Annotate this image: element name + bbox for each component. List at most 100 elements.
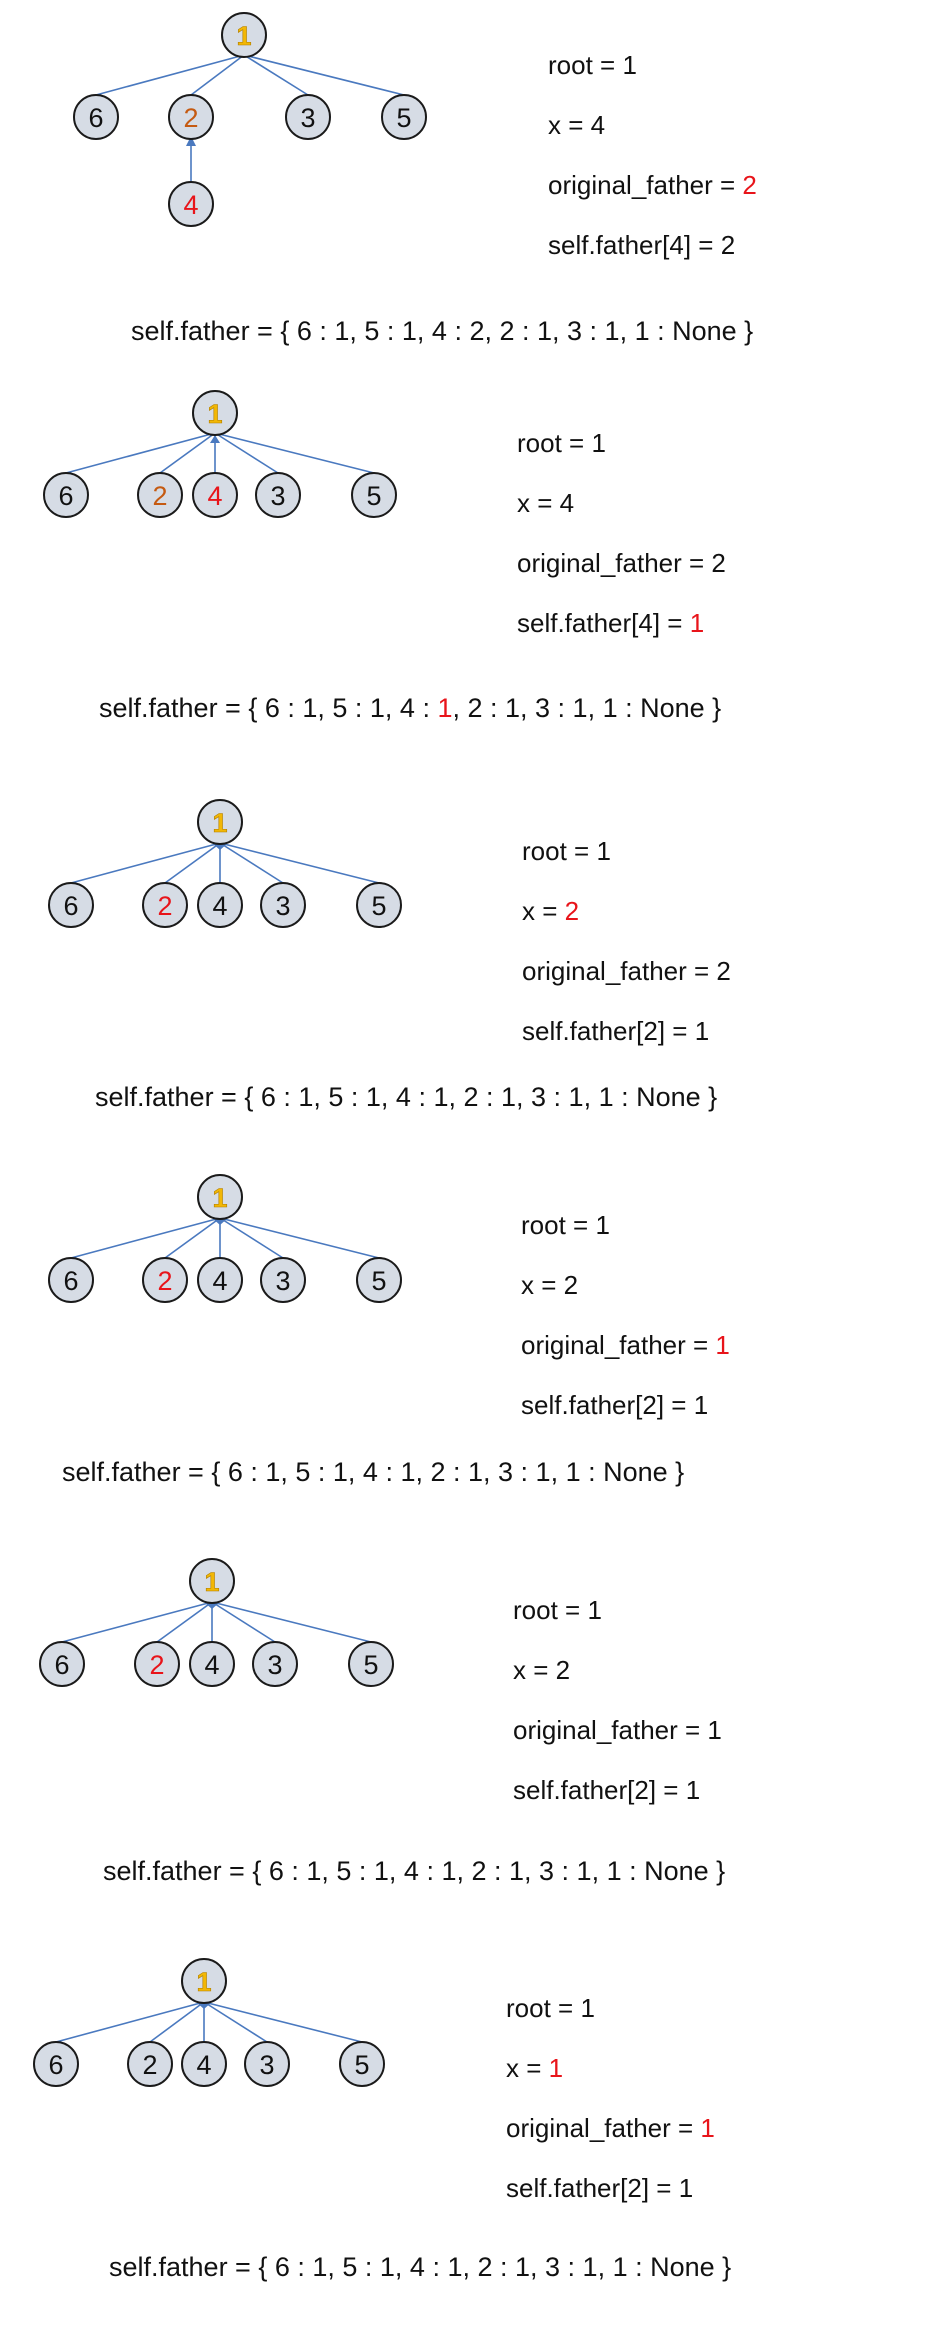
dict-highlight: 2: [469, 316, 485, 346]
tree-edge: [219, 842, 284, 884]
tree-node: 2: [137, 472, 183, 518]
tree-edge: [164, 842, 221, 884]
var-value: 1: [580, 1993, 595, 2023]
variable-list: root = 1 x = 2 original_father = 1 self.…: [521, 1212, 730, 1452]
var-name: root =: [522, 836, 597, 866]
node-label: 3: [275, 1266, 290, 1296]
tree-node: 2: [127, 2041, 173, 2087]
node-label: 5: [354, 2050, 369, 2080]
var-name: original_father =: [513, 1715, 708, 1745]
var-line: original_father = 1: [521, 1332, 730, 1392]
node-label: 1: [212, 808, 227, 838]
tree-node: 5: [356, 882, 402, 928]
dict-text: , 2 : 1, 3 : 1, 1 : None }: [456, 1856, 726, 1886]
edge-arrowhead: [210, 435, 220, 443]
var-name: root =: [513, 1595, 588, 1625]
dict-highlight: 1: [437, 693, 453, 723]
father-dict-line: self.father = { 6 : 1, 5 : 1, 4 : 1, 2 :…: [95, 1082, 717, 1113]
father-dict-line: self.father = { 6 : 1, 5 : 1, 4 : 2, 2 :…: [131, 316, 753, 347]
var-name: self.father[4] =: [517, 608, 690, 638]
var-value: 2: [720, 230, 736, 260]
variable-list: root = 1 x = 4 original_father = 2 self.…: [517, 430, 726, 670]
var-name: root =: [521, 1210, 596, 1240]
var-name: x =: [521, 1270, 564, 1300]
node-label: 5: [363, 1650, 378, 1680]
step-panel-2: 1 6 2 4 3 5 root = 1: [0, 375, 933, 750]
node-label: 2: [157, 891, 172, 921]
dict-text: , 2 : 1, 3 : 1, 1 : None }: [415, 1457, 685, 1487]
var-line: x = 2: [522, 898, 731, 958]
node-label: 4: [196, 2050, 211, 2080]
var-value: 1: [694, 1016, 710, 1046]
tree-node: 3: [252, 1641, 298, 1687]
tree-edge: [65, 432, 216, 474]
var-value: 4: [559, 488, 575, 518]
node-label: 5: [371, 891, 386, 921]
tree-node: 6: [33, 2041, 79, 2087]
var-name: root =: [548, 50, 623, 80]
tree-edge: [243, 54, 405, 96]
node-label: 6: [88, 103, 103, 133]
node-label: 6: [63, 891, 78, 921]
var-value: 1: [622, 50, 637, 80]
dict-text: , 2 : 1, 3 : 1, 1 : None }: [448, 1082, 718, 1112]
var-name: x =: [548, 110, 591, 140]
edge-arrowhead: [212, 843, 228, 850]
var-line: root = 1: [517, 430, 726, 490]
variable-list: root = 1 x = 2 original_father = 2 self.…: [522, 838, 731, 1078]
tree-node: 5: [356, 1257, 402, 1303]
father-dict-line: self.father = { 6 : 1, 5 : 1, 4 : 1, 2 :…: [103, 1856, 725, 1887]
dict-highlight: 1: [447, 2252, 463, 2282]
tree-edge: [203, 2001, 268, 2043]
tree-node-root: 1: [197, 1174, 243, 1220]
tree-edge: [203, 2001, 363, 2043]
tree-node-root: 1: [189, 1558, 235, 1604]
var-line: self.father[2] = 1: [522, 1018, 731, 1078]
tree-graph: 1 6 2 4 3 5: [48, 799, 402, 928]
tree-node: 3: [260, 882, 306, 928]
tree-edge: [95, 54, 245, 96]
variable-list: root = 1 x = 1 original_father = 1 self.…: [506, 1995, 715, 2235]
dict-highlight: 1: [400, 1457, 416, 1487]
node-label: 1: [236, 21, 251, 51]
tree-edge: [243, 54, 309, 96]
var-name: self.father[2] =: [521, 1390, 694, 1420]
tree-node: 3: [285, 94, 331, 140]
father-dict-line: self.father = { 6 : 1, 5 : 1, 4 : 1, 2 :…: [62, 1457, 684, 1488]
var-line: x = 1: [506, 2055, 715, 2115]
tree-edge: [70, 1217, 221, 1259]
tree-graph: 1 6 2 4 3 5: [43, 390, 397, 518]
node-label: 3: [275, 891, 290, 921]
tree-edge: [219, 1217, 284, 1259]
tree-node-root: 1: [221, 12, 267, 58]
node-label: 1: [212, 1183, 227, 1213]
dict-highlight: 1: [441, 1856, 457, 1886]
var-name: x =: [506, 2053, 549, 2083]
var-value: 1: [678, 2173, 694, 2203]
dict-text: , 2 : 1, 3 : 1, 1 : None }: [462, 2252, 732, 2282]
tree-node: 2: [142, 1257, 188, 1303]
tree-graph: 1 6 2 4 3 5: [48, 1174, 402, 1303]
node-label: 1: [196, 1967, 211, 1997]
dict-text: self.father = { 6 : 1, 5 : 1, 4 :: [95, 1082, 434, 1112]
node-label: 3: [270, 481, 285, 511]
tree-graph: 1 6 2 3 5 4: [73, 12, 427, 227]
tree-node: 3: [244, 2041, 290, 2087]
var-name: x =: [513, 1655, 556, 1685]
edge-arrowhead: [196, 2002, 212, 2009]
dict-text: self.father = { 6 : 1, 5 : 1, 4 :: [103, 1856, 442, 1886]
var-name: original_father =: [506, 2113, 701, 2143]
var-value: 1: [693, 1390, 709, 1420]
tree-edge: [219, 842, 380, 884]
tree-edge: [190, 54, 245, 96]
var-line: root = 1: [548, 52, 757, 112]
var-value: 1: [591, 428, 606, 458]
tree-node: 4: [197, 882, 243, 928]
node-label: 4: [212, 891, 227, 921]
var-name: original_father =: [521, 1330, 716, 1360]
step-panel-4: 1 6 2 4 3 5 root = 1: [0, 1155, 933, 1530]
tree-edge: [149, 2001, 205, 2043]
var-name: self.father[2] =: [522, 1016, 695, 1046]
node-label: 2: [157, 1266, 172, 1296]
tree-edge: [211, 1601, 276, 1643]
